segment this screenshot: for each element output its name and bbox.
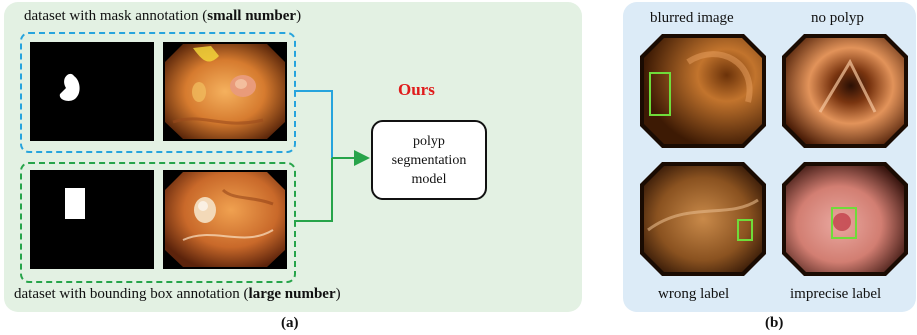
mask-dataset-group [20,32,296,153]
bbox-wrong [737,219,753,241]
label-no-polyp: no polyp [811,10,864,26]
polyp-mask-shape [59,73,80,101]
endoscopy-image-box [163,170,287,269]
figure-label-b: (b) [765,315,784,331]
model-label-line-3: model [411,171,447,187]
example-wrong-label [638,160,768,278]
segmentation-model-box: polyp segmentation model [371,120,487,200]
mask-annotation-image [30,42,154,141]
endoscopy-image-mask [163,42,287,141]
box-dataset-group [20,162,296,283]
box-dataset-caption: dataset with bounding box annotation (la… [14,286,341,302]
bounding-box-shape [65,188,85,219]
box-annotation-image [30,170,154,269]
mask-dataset-caption: dataset with mask annotation (small numb… [24,8,302,24]
ours-label: Ours [398,80,435,99]
example-imprecise-label [780,160,910,278]
example-blurred [638,32,768,150]
model-label-line-1: polyp [413,133,445,149]
bbox-blurred [649,72,671,116]
example-no-polyp [780,32,910,150]
figure-label-a: (a) [281,315,299,331]
label-imprecise-label: imprecise label [790,286,882,302]
label-blurred-image: blurred image [650,10,734,26]
model-label-line-2: segmentation [391,152,467,168]
bbox-imprecise [831,207,857,239]
label-wrong-label: wrong label [658,286,730,302]
